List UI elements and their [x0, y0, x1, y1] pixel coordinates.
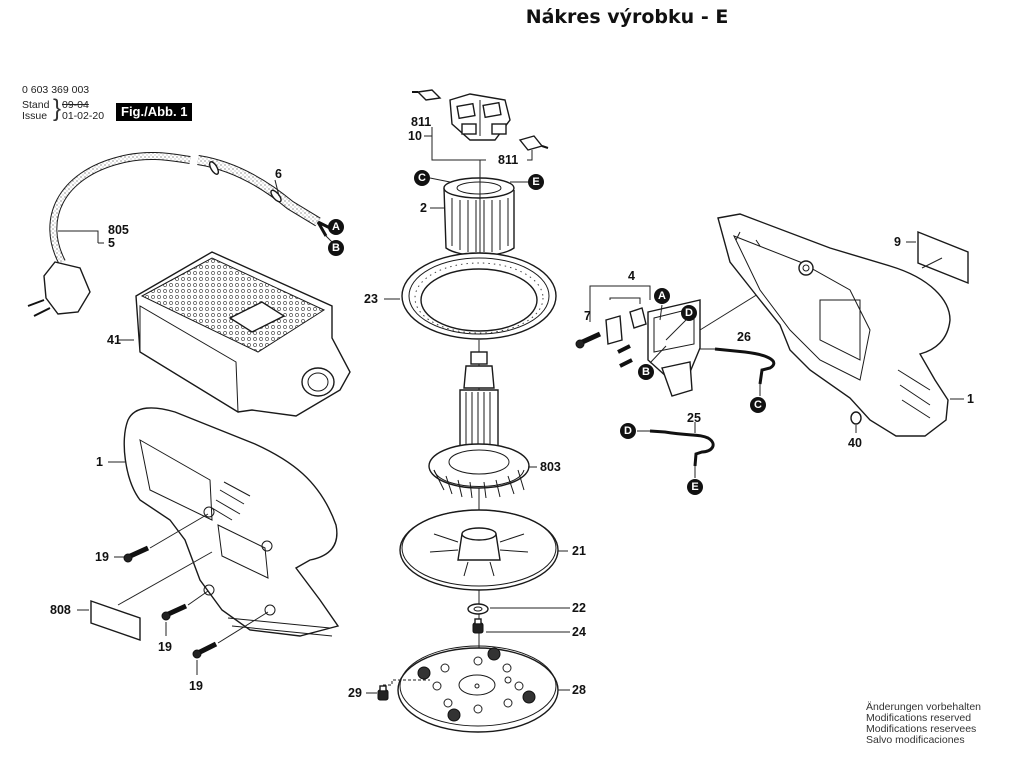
connector-c-wire26: C [750, 397, 766, 413]
label-24: 24 [572, 625, 586, 639]
label-1-left: 1 [96, 455, 103, 469]
issue-label: Issue [22, 110, 48, 122]
label-803: 803 [540, 460, 561, 474]
label-4: 4 [628, 269, 635, 283]
brush-holder [412, 89, 549, 151]
screw-19-b [161, 590, 209, 621]
connector-a-cord: A [328, 219, 344, 235]
label-19-b: 19 [158, 640, 172, 654]
label-19-c: 19 [189, 679, 203, 693]
svg-text:B: B [332, 242, 340, 254]
label-7: 7 [584, 309, 591, 323]
housing-right [717, 213, 951, 437]
issue-value: 01-02-20 [62, 110, 105, 122]
leader-805 [58, 230, 99, 243]
label-811-a: 811 [411, 115, 431, 129]
label-plate-808 [90, 551, 213, 641]
label-22: 22 [572, 601, 586, 615]
note-fr: Modifications reservees [866, 723, 977, 735]
label-2: 2 [420, 201, 427, 215]
brace: } [53, 95, 62, 122]
label-5: 5 [108, 236, 115, 250]
label-29: 29 [348, 686, 362, 700]
label-plate-9 [917, 230, 969, 285]
screw-29 [377, 685, 389, 701]
connector-d-wire25: D [620, 423, 636, 439]
label-21: 21 [572, 544, 586, 558]
svg-text:D: D [685, 307, 693, 319]
svg-text:C: C [418, 172, 426, 184]
note-en: Modifications reserved [866, 712, 972, 724]
svg-text:C: C [754, 399, 762, 411]
label-1-right: 1 [967, 392, 974, 406]
label-26: 26 [737, 330, 751, 344]
stand-value: 09-04 [62, 99, 89, 111]
wire-25 [637, 429, 715, 478]
label-19-a: 19 [95, 550, 109, 564]
screw-24 [472, 618, 484, 634]
connector-b-cord: B [328, 240, 344, 256]
connector-d-switch: D [681, 305, 697, 321]
svg-text:A: A [658, 290, 666, 302]
dust-box [135, 251, 351, 417]
stand-label: Stand [22, 99, 50, 111]
armature [428, 340, 530, 690]
part-number: 0 603 369 003 [22, 84, 90, 96]
connector-a-switch: A [654, 288, 670, 304]
screw-19-c [192, 611, 269, 659]
wire-26 [700, 347, 776, 396]
fan-plate [399, 509, 559, 591]
label-811-b: 811 [498, 153, 518, 167]
housing-left [123, 407, 340, 637]
note-de: Änderungen vorbehalten [866, 701, 982, 713]
label-10: 10 [408, 129, 422, 143]
connector-c-stator: C [414, 170, 430, 186]
stator [443, 160, 515, 300]
figure-badge: Fig./Abb. 1 [116, 103, 193, 121]
label-9: 9 [894, 235, 901, 249]
ring-seal [401, 252, 557, 340]
svg-text:A: A [332, 221, 340, 233]
label-23: 23 [364, 292, 378, 306]
label-6: 6 [275, 167, 282, 181]
label-25: 25 [687, 411, 701, 425]
sanding-pad [383, 645, 559, 733]
note-es: Salvo modificaciones [866, 734, 965, 746]
modification-notes: Änderungen vorbehalten Modifications res… [866, 702, 981, 746]
svg-text:D: D [624, 425, 632, 437]
connector-e-stator: E [528, 174, 544, 190]
label-41: 41 [107, 333, 121, 347]
svg-text:E: E [532, 176, 539, 188]
page-title: Nákres výrobku - E [525, 6, 729, 28]
label-40: 40 [848, 436, 862, 450]
svg-text:E: E [691, 481, 698, 493]
label-28: 28 [572, 683, 586, 697]
screw-19-a [123, 513, 209, 563]
svg-text:B: B [642, 366, 650, 378]
plug-40 [850, 411, 862, 425]
connector-e-wire25: E [687, 479, 703, 495]
label-805: 805 [108, 223, 129, 237]
washer-22 [467, 603, 489, 615]
label-808: 808 [50, 603, 71, 617]
connector-b-switch: B [638, 364, 654, 380]
